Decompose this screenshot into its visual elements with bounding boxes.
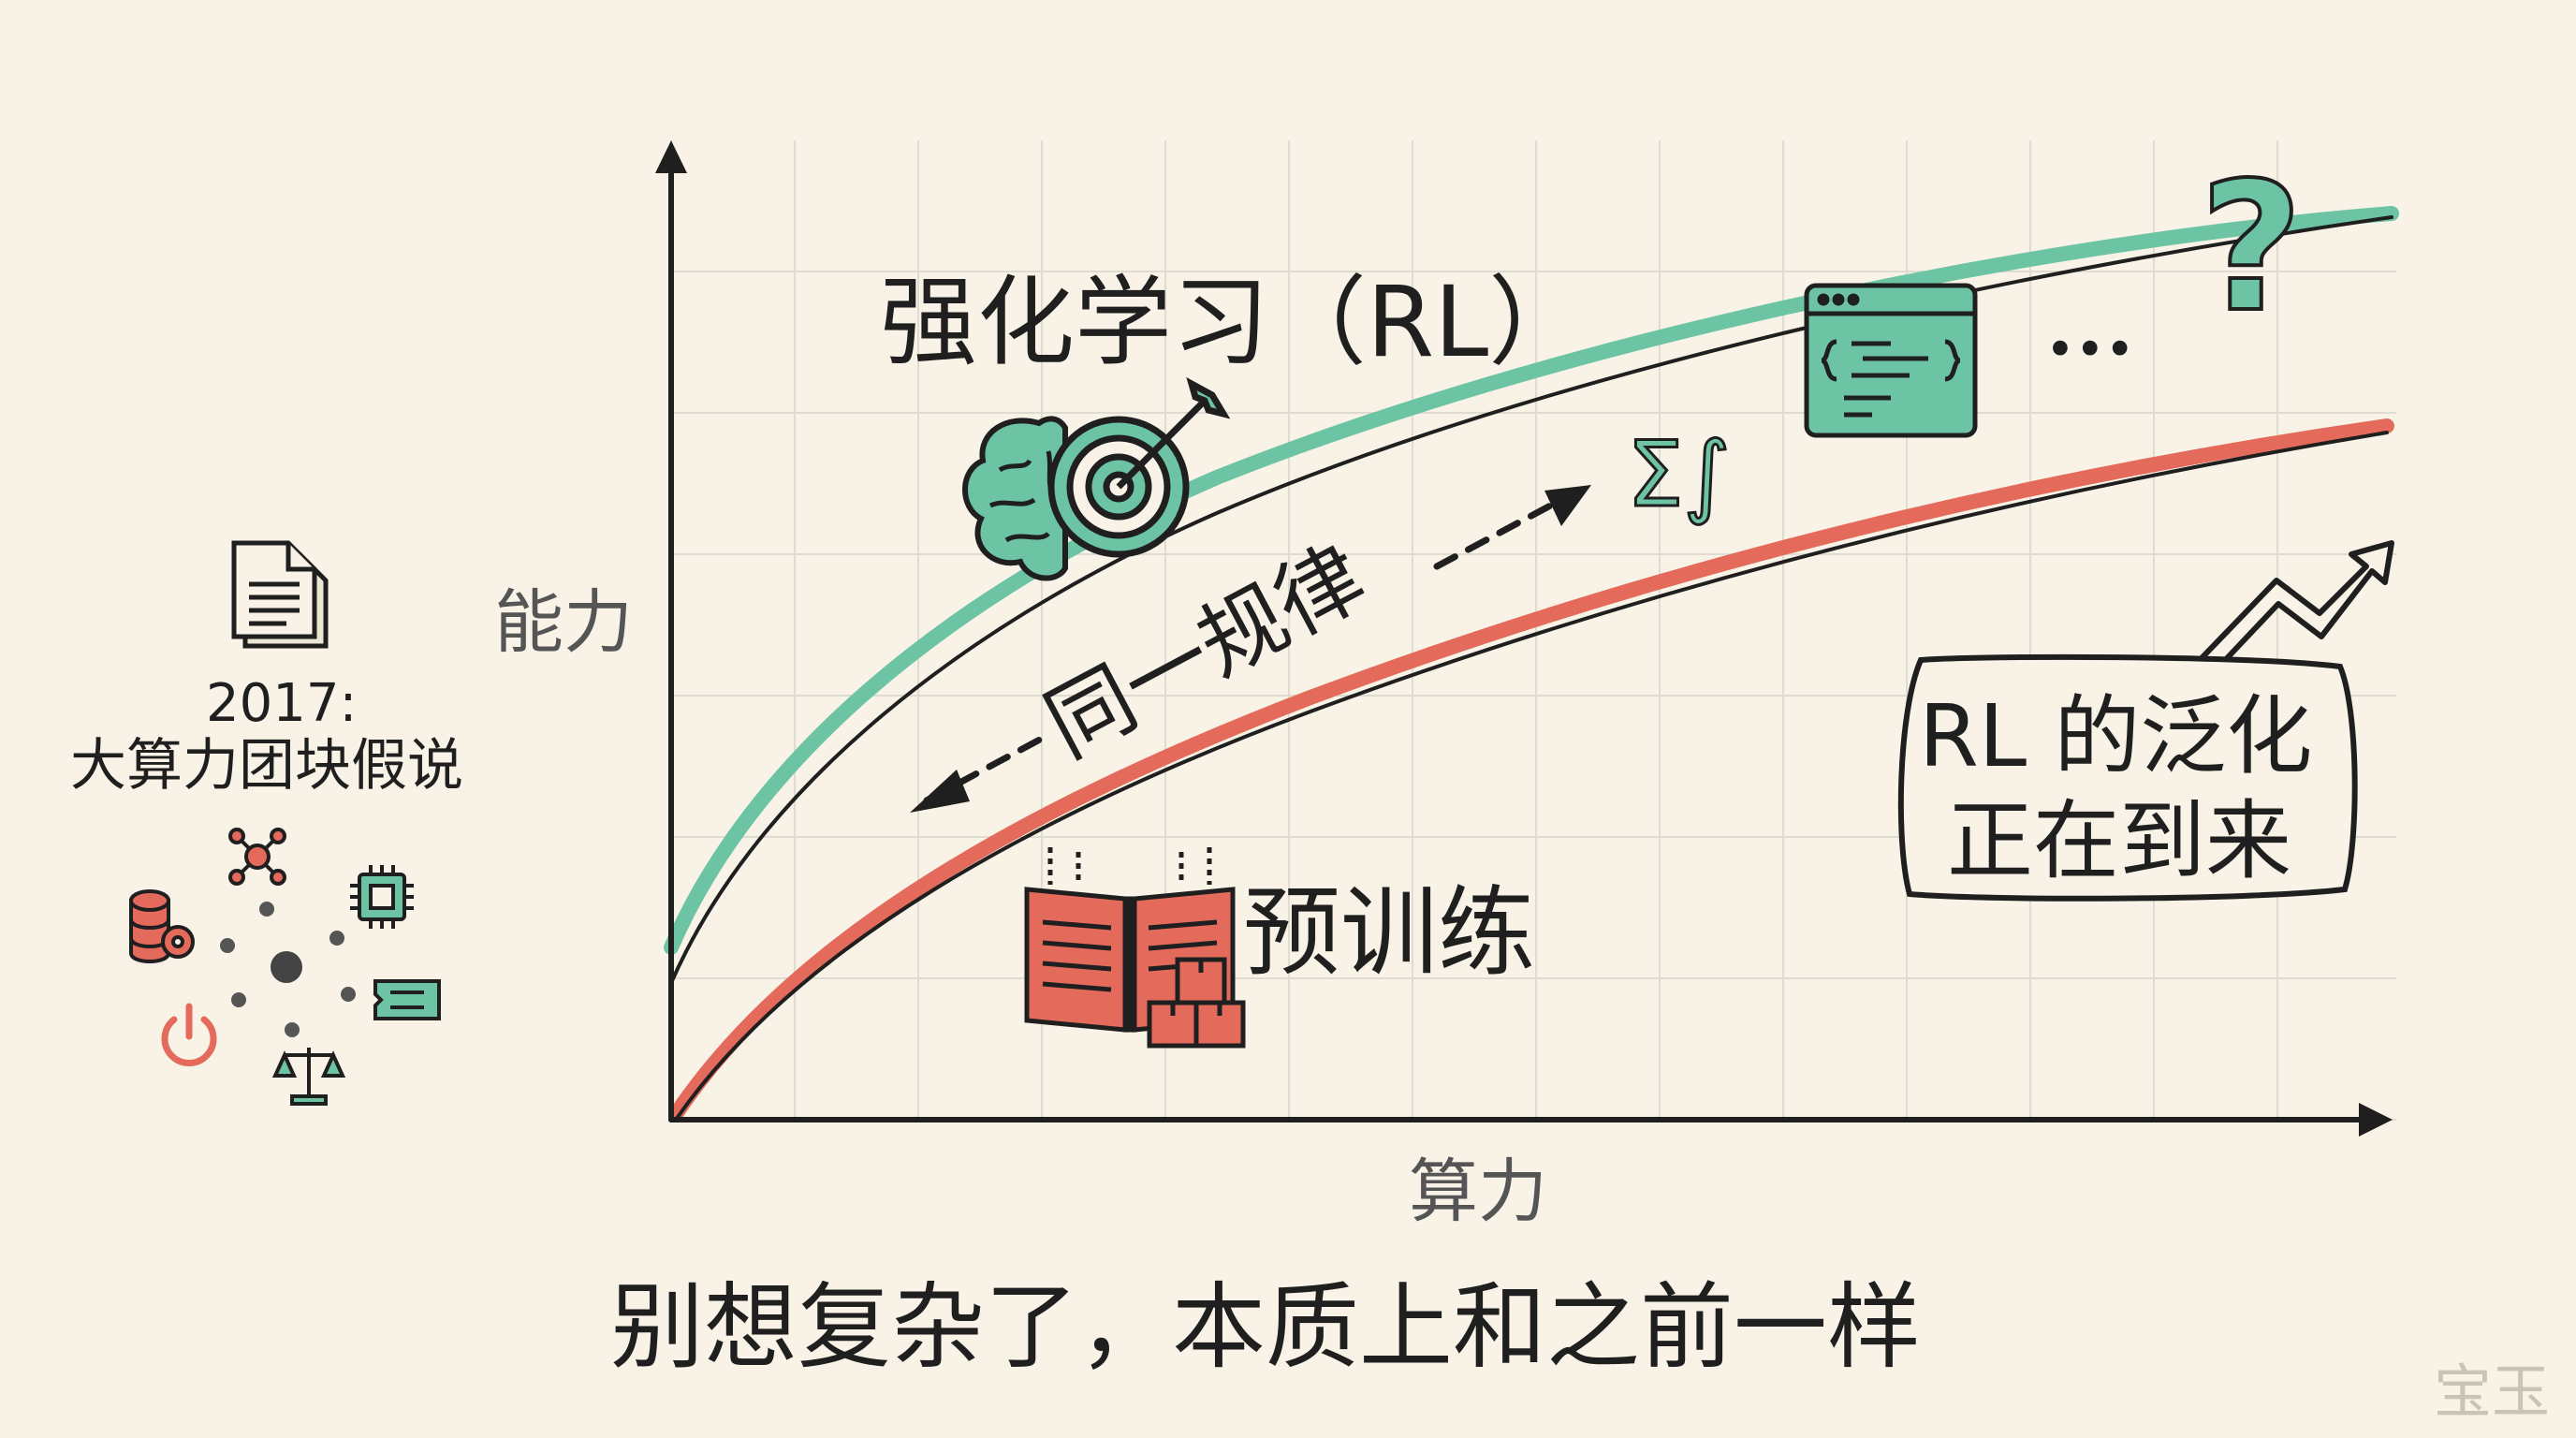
generalization-line2: 正在到来 [1947, 791, 2291, 891]
network-icon [228, 828, 286, 886]
memory-card-icon [373, 979, 441, 1020]
document-icon [231, 540, 329, 649]
caption: 别想复杂了，本质上和之前一样 [610, 1272, 1921, 1382]
pretrain-title: 预训练 [1243, 875, 1535, 990]
chip-icon [350, 865, 414, 929]
watermark: 宝玉 [2434, 1357, 2550, 1426]
question-mark-icon: ? [2200, 144, 2303, 351]
rl-title: 强化学习（RL） [880, 265, 1586, 379]
database-gear-icon [129, 889, 195, 963]
math-symbols-icon: Σ∫ [1627, 422, 1731, 527]
y-axis [655, 140, 687, 1123]
x-axis-label: 算力 [1409, 1152, 1547, 1232]
pretrain-curve [668, 418, 2394, 1122]
network-cluster [220, 902, 356, 1037]
brain-icon [962, 416, 1068, 581]
year-label: 2017: [206, 673, 357, 734]
target-icon [1047, 376, 1231, 558]
boxes-icon [1147, 957, 1246, 1049]
scales-icon [271, 1048, 346, 1106]
code-window-icon [1804, 283, 1978, 438]
hypothesis-label: 大算力团块假说 [70, 733, 463, 799]
generalization-callout: RL 的泛化 正在到来 [1897, 653, 2358, 902]
y-axis-label: 能力 [494, 582, 633, 663]
x-axis [668, 1103, 2393, 1137]
power-icon [161, 1003, 217, 1066]
trend-arrow-icon [2197, 540, 2394, 675]
generalization-line1: RL 的泛化 [1919, 686, 2312, 786]
ellipsis-icon: ••• [2045, 320, 2135, 379]
rl-curve [664, 206, 2399, 985]
